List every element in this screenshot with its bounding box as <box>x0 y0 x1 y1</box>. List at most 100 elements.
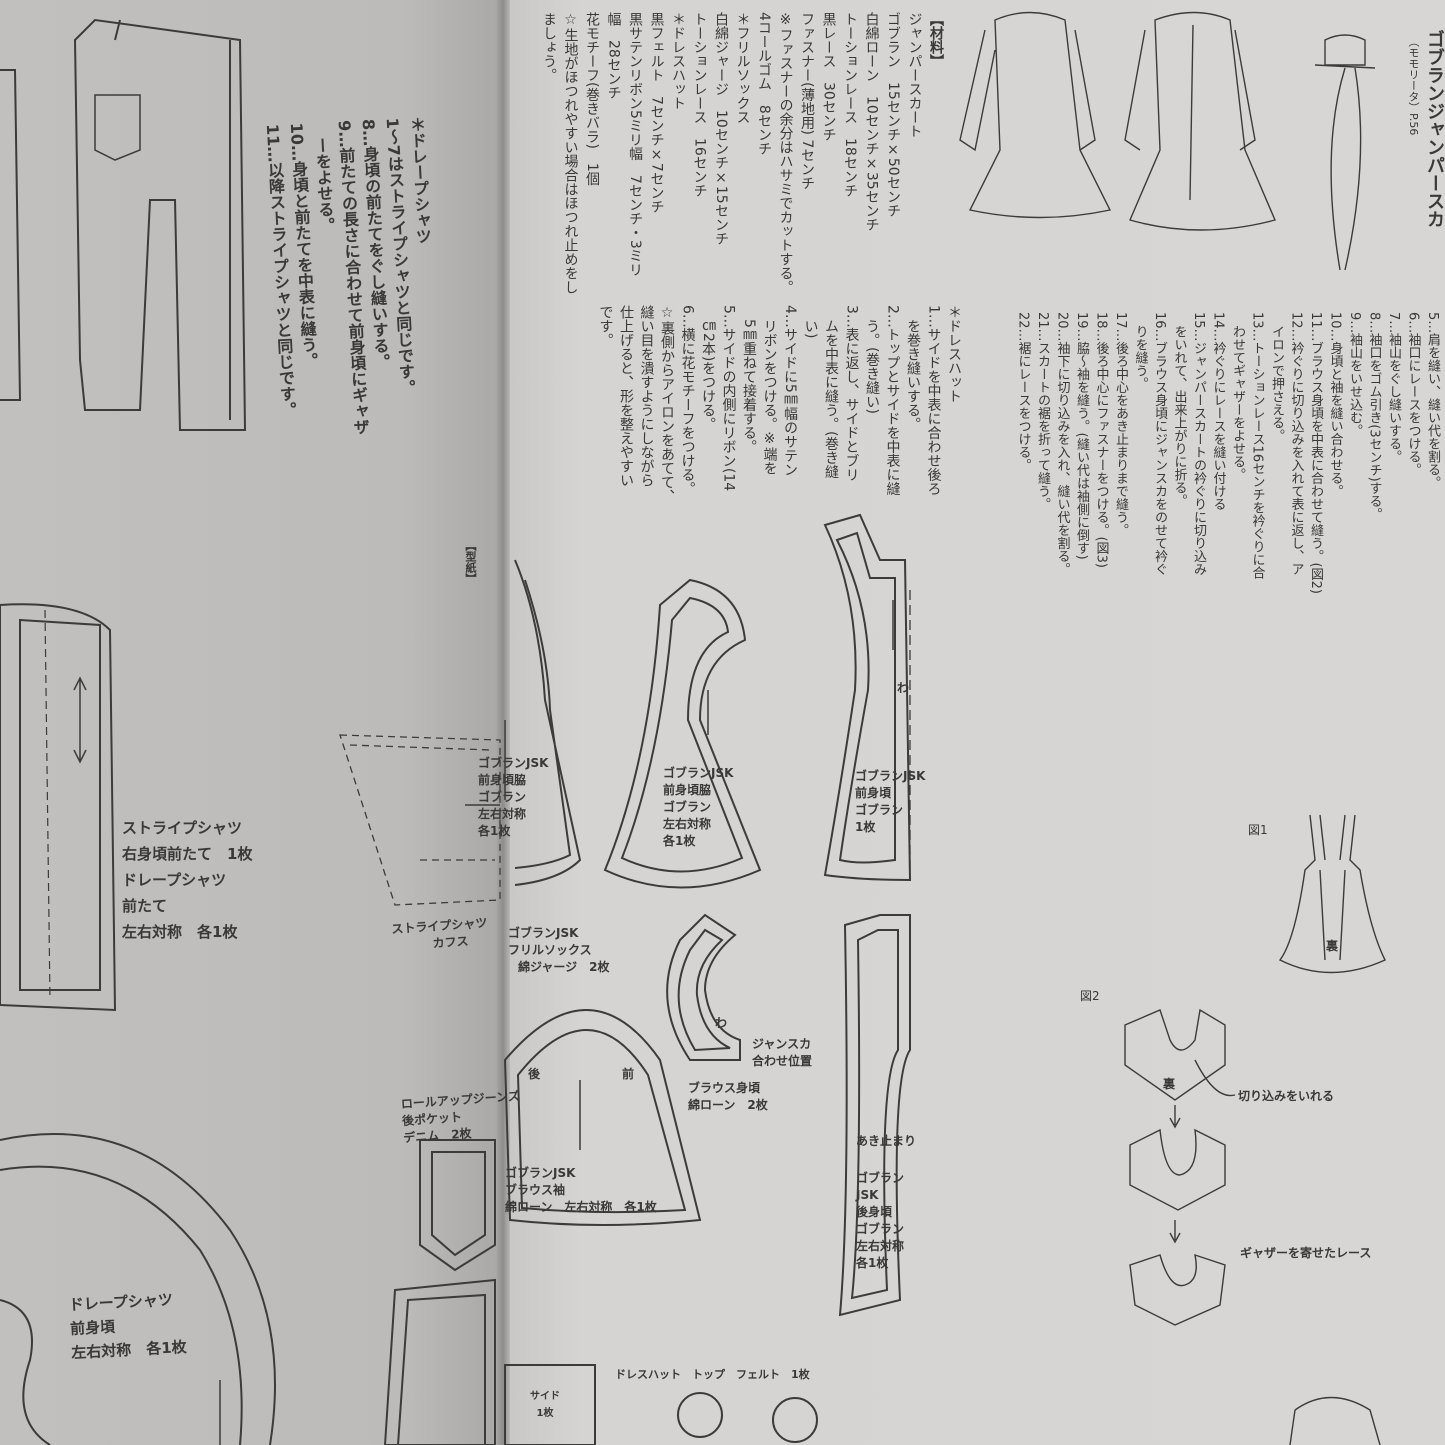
step: う。(巻き縫い) <box>864 305 880 414</box>
pattern-jsk-front <box>603 578 762 889</box>
step: 5㎜重ねて接着する。 <box>741 305 757 454</box>
figure-2-label: 図2 <box>1080 989 1100 1003</box>
cut-note: 切り込みをいれる <box>1238 1089 1335 1103</box>
right-page <box>505 0 1445 1445</box>
fold-mark: わ <box>715 1016 728 1030</box>
label-line: 前たて <box>122 897 168 915</box>
label-line: ゴブラン <box>478 790 527 804</box>
step: 21…スカートの裾を折って縫う。 <box>1035 312 1050 511</box>
label-line: 綿ローン 2枚 <box>688 1098 768 1112</box>
pattern-jsk-front-fold <box>823 513 912 882</box>
label-line: ゴブランJSK <box>855 769 926 783</box>
label-line: 左右対称 <box>478 807 527 821</box>
step: 9…袖山をいせ込む。 <box>1347 312 1362 438</box>
page-reference: （モモリータ）P.56 <box>1407 36 1420 136</box>
pattern-jsk-side <box>514 559 582 886</box>
label-blouse: ブラウス身頃 綿ローン 2枚 <box>688 1080 768 1114</box>
pattern-hat-side <box>504 1364 596 1445</box>
label-sleeve: ゴブランJSK ブラウス袖 綿ローン 左右対称 各1枚 <box>505 1165 657 1216</box>
step: 3…表に返し、サイドとブリ <box>843 305 860 482</box>
opening-stop-mark: あき止まり <box>856 1134 917 1148</box>
pattern-drape-body <box>0 1133 276 1445</box>
hat-illustration <box>1314 34 1376 271</box>
step: 5…肩を縫い、縫い代を割る。 <box>1425 312 1440 490</box>
pattern-blouse <box>666 913 741 1061</box>
lace-note: ギャザーを寄せたレース <box>1240 1246 1372 1260</box>
label-jsk-front: ゴブランJSK 前身頃脇 ゴブラン 左右対称 各1枚 <box>663 765 733 850</box>
step: 6…横に花モチーフをつける。 <box>679 305 696 496</box>
label-line: ストライプシャツ <box>122 819 243 837</box>
material-line: 黒サテンリボン5ミリ幅 7センチ・3ミリ <box>627 12 643 277</box>
label-line: ゴブランJSK <box>505 1166 576 1180</box>
step: 縫い目を潰すようにしながら <box>638 305 655 487</box>
label-line: 前身頃 <box>855 786 892 800</box>
pattern-hat-top <box>677 1392 723 1438</box>
step: ＊ドレスハット <box>946 305 962 403</box>
step: 仕上げると、形を整えやすい <box>618 305 634 487</box>
label-line: ゴブランJSK <box>508 926 579 940</box>
step: イロンで押さえる。 <box>1269 312 1284 442</box>
material-line: ☆生地がほつれやすい場合はほつれ止めをし <box>562 12 579 294</box>
fold-mark: わ <box>897 681 910 695</box>
pattern-header: 【型紙】 <box>464 540 477 584</box>
pattern-stripe-front <box>0 603 117 1012</box>
materials-list: 【材料】 ジャンパースカート ゴブラン 15センチ×50センチ 白綿ローン 10… <box>494 12 946 312</box>
jsk-instructions: 5…肩を縫い、縫い代を割る。 6…袖口にレースをつける。 7…袖山をぐし縫いする… <box>1013 312 1442 652</box>
label-line: 左右対称 <box>856 1239 905 1253</box>
label-line: JSK <box>856 1188 879 1202</box>
figure-2-inside-mark: 裏 <box>1163 1077 1176 1091</box>
pattern-sleeve <box>503 1009 702 1226</box>
step: を巻き縫いする。 <box>905 305 921 431</box>
label-line: 左右対称 各1枚 <box>122 923 238 941</box>
label-line: サイド <box>530 1391 560 1402</box>
label-stripe-cuff: ストライプシャツ カフス <box>391 915 489 956</box>
step: 16…ブラウス身頃にジャンスカをのせて衿ぐ <box>1152 312 1167 576</box>
step: 10…身頃と袖を縫い合わせる。 <box>1327 312 1343 498</box>
figure-1-label: 図1 <box>1248 823 1268 837</box>
sleeve-back-mark: 後 <box>528 1067 541 1081</box>
step: 17…後ろ中心をあき止まりまで縫う。 <box>1113 312 1128 537</box>
label-pocket: ロールアップジーンズ 後ポケット デニム 2枚 <box>400 1088 522 1147</box>
step: 2…トップとサイドを中表に縫 <box>884 305 901 496</box>
label-jsk-side: ゴブランJSK 前身頃脇 ゴブラン 左右対称 各1枚 <box>478 755 548 840</box>
hat-instructions: ＊ドレスハット 1…サイドを中表に合わせ後ろ を巻き縫いする。 2…トップとサイ… <box>595 305 964 530</box>
figure-1-drawing <box>1278 814 1386 974</box>
label-line: ゴブランJSK <box>663 766 734 780</box>
material-line: ファスナー(薄地用) 7センチ <box>799 12 815 191</box>
label-line: 各1枚 <box>856 1256 889 1270</box>
label-jsk-back: ゴブラン JSK 後身頃 ゴブラン 左右対称 各1枚 <box>856 1170 904 1272</box>
step: 20…袖下に切り込みを入れ、縫い代を割る。 <box>1054 312 1070 576</box>
label-hat-side: サイド 1枚 <box>530 1388 560 1422</box>
step: 7…袖山をぐし縫いする。 <box>1386 312 1401 464</box>
step: ☆裏側からアイロンをあてて、 <box>659 305 675 503</box>
label-line: ジャンスカ <box>752 1037 812 1051</box>
step: い) <box>802 305 819 339</box>
label-line: ブラウス身頃 <box>688 1081 761 1095</box>
material-line: 白綿ローン 10センチ×35センチ <box>863 12 880 232</box>
label-line: 1枚 <box>855 820 876 834</box>
label-line: 前身頃脇 <box>478 773 527 787</box>
step: 14…衿ぐりにレースを縫い付ける <box>1210 312 1226 511</box>
material-line: 黒フェルト 7センチ×7センチ <box>648 12 665 214</box>
step: 19…脇～袖を縫う。(縫い代は袖側に倒す) <box>1074 312 1089 560</box>
material-line: 幅 28センチ <box>605 12 622 100</box>
label-line: 前身頃脇 <box>663 783 712 797</box>
label-hat-top: ドレスハット トップ フェルト 1枚 <box>615 1368 810 1381</box>
material-line: 花モチーフ(巻きバラ) 1個 <box>584 12 600 186</box>
material-line: ましょう。 <box>541 12 557 82</box>
step: 1…サイドを中表に合わせ後ろ <box>925 305 942 496</box>
label-line: ブラウス袖 <box>505 1183 566 1197</box>
material-line: 白綿ジャージ 10センチ×15センチ <box>713 12 729 246</box>
material-line: ＊ドレスハット <box>670 12 686 110</box>
label-line: 綿ローン 左右対称 各1枚 <box>505 1200 657 1214</box>
material-line: ゴブラン 15センチ×50センチ <box>885 12 901 218</box>
material-line: 黒レース 30センチ <box>820 12 837 142</box>
material-line: ※ファスナーの余分はハサミでカットする。 <box>777 12 794 294</box>
label-stripe-front: ストライプシャツ 右身頃前たて 1枚 ドレープシャツ 前たて 左右対称 各1枚 <box>122 815 252 945</box>
label-line: ゴブラン <box>663 800 712 814</box>
label-line: 右身頃前たて 1枚 <box>122 845 253 863</box>
label-jansuka-position: ジャンスカ 合わせ位置 <box>752 1036 812 1070</box>
label-line: 各1枚 <box>663 834 696 848</box>
step: りを縫う。 <box>1132 312 1148 390</box>
